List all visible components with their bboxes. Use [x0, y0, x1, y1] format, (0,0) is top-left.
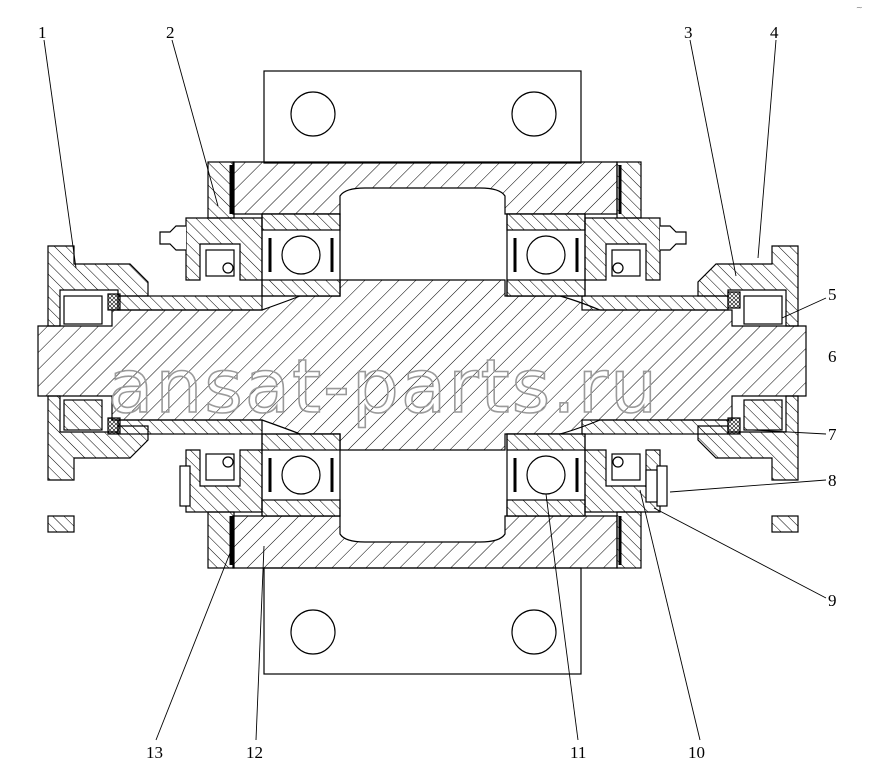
oring-right-top: [727, 291, 741, 309]
end-cap-right-top: [697, 245, 799, 327]
bearing-cap-left-bottom: [185, 449, 263, 513]
end-cap-right-bottom: [697, 395, 799, 481]
bottom-bolt-hole-left: [290, 609, 336, 655]
sleeve-right-top: [581, 295, 729, 311]
bottom-bolt-hole-right: [511, 609, 557, 655]
callout-3: 3: [684, 23, 693, 42]
housing-top: [232, 161, 618, 215]
leader-12: [255, 545, 265, 741]
nut-right-bottom: [743, 399, 783, 431]
leader-3: [689, 39, 737, 277]
leader-7: [751, 429, 827, 435]
leader-4: [757, 39, 777, 259]
leader-2: [171, 39, 219, 207]
oring-left-top: [107, 293, 121, 311]
callout-9: 9: [828, 591, 837, 610]
leader-5: [781, 297, 827, 319]
watermark: ansat-parts.ru: [108, 344, 659, 430]
callout-7: 7: [828, 425, 837, 444]
leader-9: [653, 507, 827, 599]
sleeve-left-top: [117, 295, 263, 311]
grease-fitting-right: [660, 225, 687, 251]
callout-13: 13: [146, 743, 163, 762]
corner-mark: ~: [856, 3, 863, 12]
callout-8: 8: [828, 471, 837, 490]
leader-11: [545, 493, 579, 741]
callout-5: 5: [828, 285, 837, 304]
callout-2: 2: [166, 23, 175, 42]
top-bolt-hole-right: [511, 91, 557, 137]
housing-bottom: [232, 515, 618, 569]
nut-left-bottom: [63, 399, 103, 431]
callout-10: 10: [688, 743, 705, 762]
nut-left-top: [63, 295, 103, 325]
callout-6: 6: [828, 347, 837, 366]
leader-13: [155, 547, 233, 741]
end-cap-left-bottom: [47, 395, 149, 481]
bolt-head-left: [179, 465, 191, 507]
leader-1: [43, 39, 77, 269]
top-mounting-plate: [263, 70, 582, 164]
callout-1: 1: [38, 23, 47, 42]
bolt-head-right: [656, 465, 668, 507]
end-cap-left-top: [47, 245, 149, 327]
grease-fitting-left: [159, 225, 186, 251]
callout-11: 11: [570, 743, 586, 762]
top-bolt-hole-left: [290, 91, 336, 137]
leader-10: [639, 489, 701, 741]
callout-12: 12: [246, 743, 263, 762]
leader-8: [669, 479, 827, 493]
oring-right-bottom: [727, 417, 741, 435]
oring-left-bottom: [107, 417, 121, 435]
nut-right-top: [743, 295, 783, 325]
bottom-mounting-plate: [263, 567, 582, 675]
shaft: [37, 279, 807, 451]
callout-4: 4: [770, 23, 779, 42]
bearing-cap-left-top: [185, 217, 263, 281]
